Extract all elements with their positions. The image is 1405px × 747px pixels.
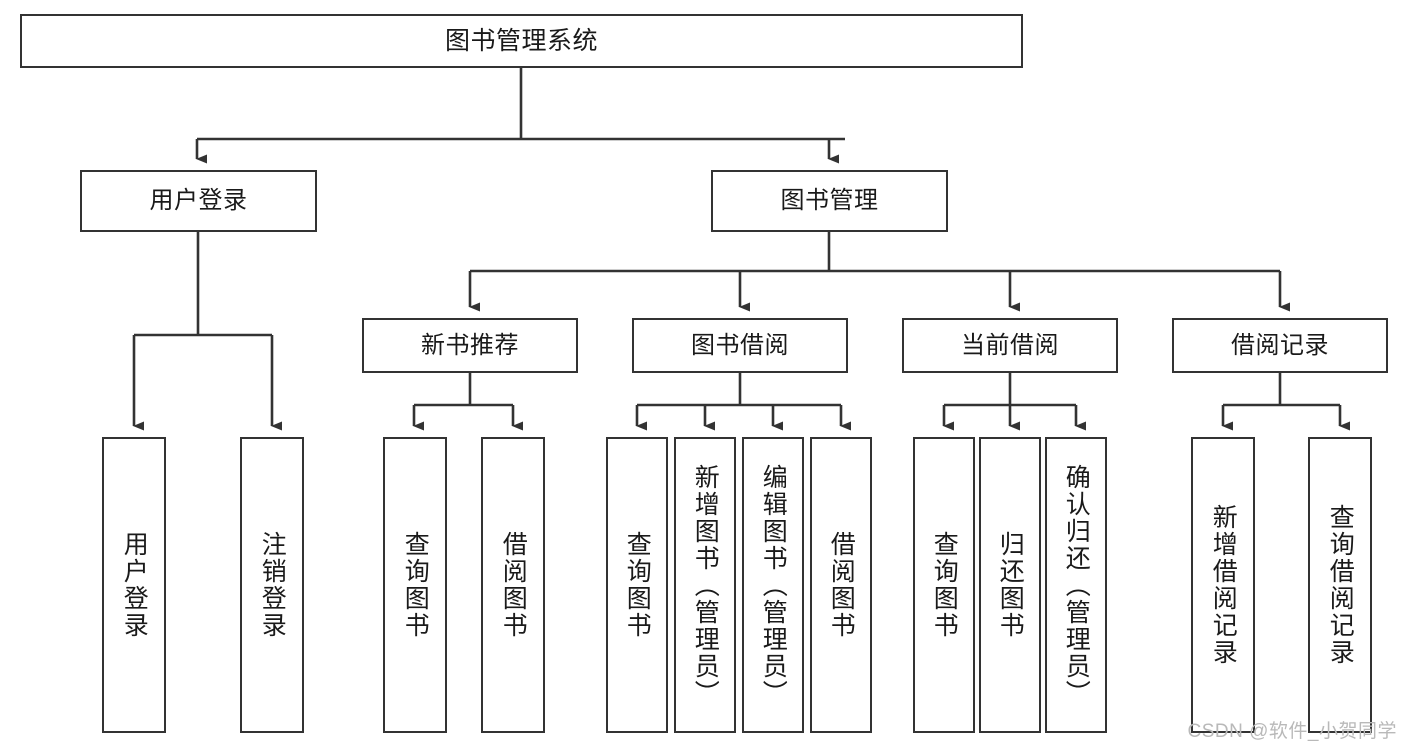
leaf-logout-login[interactable]: 注销登录 — [240, 437, 304, 733]
node-root-label: 图书管理系统 — [444, 26, 598, 55]
node-user-login-label: 用户登录 — [149, 187, 248, 215]
leaf-borrow-book-1-label: 借阅图书 — [499, 531, 528, 639]
node-current-borrow[interactable]: 当前借阅 — [902, 318, 1118, 373]
leaf-return-book-label: 归还图书 — [996, 531, 1025, 639]
leaf-borrow-book-1[interactable]: 借阅图书 — [481, 437, 545, 733]
leaf-edit-book[interactable]: 编辑图书（管理员） — [742, 437, 804, 733]
leaf-user-login[interactable]: 用户登录 — [102, 437, 166, 733]
node-borrow-record[interactable]: 借阅记录 — [1172, 318, 1388, 373]
node-book-borrow-label: 图书借阅 — [691, 331, 789, 359]
node-current-borrow-label: 当前借阅 — [961, 331, 1059, 359]
leaf-return-book[interactable]: 归还图书 — [979, 437, 1041, 733]
leaf-add-book[interactable]: 新增图书（管理员） — [674, 437, 736, 733]
watermark: CSDN @软件_小贺同学 — [1187, 721, 1397, 742]
node-new-book-recommend-label: 新书推荐 — [421, 331, 519, 359]
node-user-login[interactable]: 用户登录 — [80, 170, 317, 232]
leaf-borrow-book-2-label: 借阅图书 — [827, 531, 856, 639]
leaf-logout-login-label: 注销登录 — [258, 531, 287, 639]
leaf-query-book-1[interactable]: 查询图书 — [383, 437, 447, 733]
leaf-query-book-2-label: 查询图书 — [623, 531, 652, 639]
leaf-borrow-book-2[interactable]: 借阅图书 — [810, 437, 872, 733]
leaf-user-login-label: 用户登录 — [120, 531, 149, 639]
leaf-add-book-label: 新增图书（管理员） — [691, 463, 720, 707]
node-book-borrow[interactable]: 图书借阅 — [632, 318, 848, 373]
leaf-add-borrow-record[interactable]: 新增借阅记录 — [1191, 437, 1255, 733]
node-new-book-recommend[interactable]: 新书推荐 — [362, 318, 578, 373]
leaf-query-borrow-record-label: 查询借阅记录 — [1326, 504, 1355, 666]
leaf-confirm-return[interactable]: 确认归还（管理员） — [1045, 437, 1107, 733]
leaf-query-borrow-record[interactable]: 查询借阅记录 — [1308, 437, 1372, 733]
leaf-query-book-2[interactable]: 查询图书 — [606, 437, 668, 733]
leaf-add-borrow-record-label: 新增借阅记录 — [1209, 504, 1238, 666]
leaf-query-book-1-label: 查询图书 — [401, 531, 430, 639]
node-book-manage-label: 图书管理 — [780, 187, 879, 215]
leaf-confirm-return-label: 确认归还（管理员） — [1062, 463, 1091, 707]
leaf-edit-book-label: 编辑图书（管理员） — [759, 463, 788, 707]
node-book-manage[interactable]: 图书管理 — [711, 170, 948, 232]
node-root[interactable]: 图书管理系统 — [20, 14, 1023, 68]
leaf-query-book-3[interactable]: 查询图书 — [913, 437, 975, 733]
leaf-query-book-3-label: 查询图书 — [930, 531, 959, 639]
node-borrow-record-label: 借阅记录 — [1231, 331, 1329, 359]
